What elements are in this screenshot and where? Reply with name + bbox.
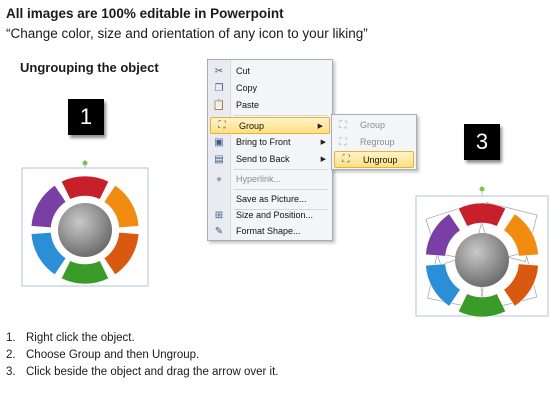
- ring-segment-orange: [503, 213, 539, 257]
- ring-segment-blue: [425, 263, 461, 307]
- size-position-icon: ⊞: [214, 209, 224, 221]
- scissors-icon: ✂: [214, 65, 224, 77]
- menu-item-bring-to-front[interactable]: ▣ Bring to Front ▶: [208, 134, 332, 150]
- paste-icon: 📋: [212, 99, 226, 111]
- header-line-1: All images are 100% editable in Powerpoi…: [6, 6, 284, 21]
- menu-item-save-as-picture[interactable]: Save as Picture...: [236, 194, 307, 204]
- section-title: Ungrouping the object: [20, 60, 159, 75]
- instruction-item: 3.Click beside the object and drag the a…: [6, 366, 279, 378]
- ring-segment-blue: [30, 232, 67, 276]
- group-icon: ⛶: [339, 119, 347, 131]
- header-line-2: “Change color, size and orientation of a…: [6, 26, 368, 41]
- center-circle: [455, 233, 509, 287]
- submenu-item-group[interactable]: ⛶ Group: [332, 117, 416, 133]
- instructions-list: 1.Right click the object. 2.Choose Group…: [6, 330, 279, 381]
- instruction-item: 1.Right click the object.: [6, 332, 135, 344]
- circular-diagram-grouped[interactable]: [18, 158, 152, 290]
- ring-segment-red: [457, 202, 507, 227]
- step-3-badge: 3: [464, 124, 500, 160]
- submenu-item-ungroup[interactable]: ⛶ Ungroup: [334, 151, 414, 168]
- context-menu: ✂ Cut ❐ Copy 📋 Paste ⛶ Group ▶ ▣ Bring t…: [207, 59, 333, 241]
- menu-item-hyperlink[interactable]: ● Hyperlink...: [208, 171, 332, 187]
- hyperlink-icon: ●: [215, 173, 223, 185]
- submenu-item-regroup[interactable]: ⛶ Regroup: [332, 134, 416, 150]
- submenu-arrow-icon: ▶: [317, 122, 323, 130]
- ring-segment-green: [60, 260, 110, 285]
- menu-item-paste[interactable]: 📋 Paste: [208, 97, 332, 113]
- menu-item-copy[interactable]: ❐ Copy: [208, 80, 332, 96]
- ring-segment-purple: [425, 213, 461, 257]
- ring-segments: [30, 175, 140, 285]
- send-to-back-icon: ▤: [214, 153, 224, 165]
- menu-item-size-and-position[interactable]: ⊞ Size and Position...: [208, 207, 332, 223]
- ring-segment-dark-orange: [503, 263, 539, 307]
- menu-item-group[interactable]: ⛶ Group ▶: [210, 117, 330, 134]
- submenu-arrow-icon: ▶: [320, 156, 326, 163]
- ring-segment-orange: [103, 184, 140, 228]
- circular-diagram-ungrouped[interactable]: [412, 184, 552, 320]
- ring-segment-green: [457, 293, 507, 318]
- rotation-handle[interactable]: [479, 186, 485, 192]
- menu-item-format-shape[interactable]: ✎ Format Shape...: [208, 223, 332, 239]
- regroup-icon: ⛶: [339, 136, 347, 148]
- step-1-badge: 1: [68, 99, 104, 135]
- group-icon: ⛶: [218, 120, 226, 131]
- copy-icon: ❐: [214, 82, 224, 94]
- menu-item-cut[interactable]: ✂ Cut: [208, 63, 332, 79]
- ring-segment-dark-orange: [103, 232, 140, 276]
- center-circle: [58, 203, 112, 257]
- ring-segment-red: [60, 175, 110, 200]
- submenu-arrow-icon: ▶: [320, 139, 326, 146]
- ring-segment-purple: [30, 184, 67, 228]
- menu-item-send-to-back[interactable]: ▤ Send to Back ▶: [208, 151, 332, 167]
- instruction-item: 2.Choose Group and then Ungroup.: [6, 349, 200, 361]
- format-shape-icon: ✎: [214, 225, 224, 237]
- group-submenu: ⛶ Group ⛶ Regroup ⛶ Ungroup: [331, 114, 417, 170]
- bring-to-front-icon: ▣: [214, 136, 224, 148]
- rotation-handle[interactable]: [82, 160, 88, 166]
- ungroup-icon: ⛶: [342, 154, 350, 165]
- ring-segments: [425, 202, 539, 318]
